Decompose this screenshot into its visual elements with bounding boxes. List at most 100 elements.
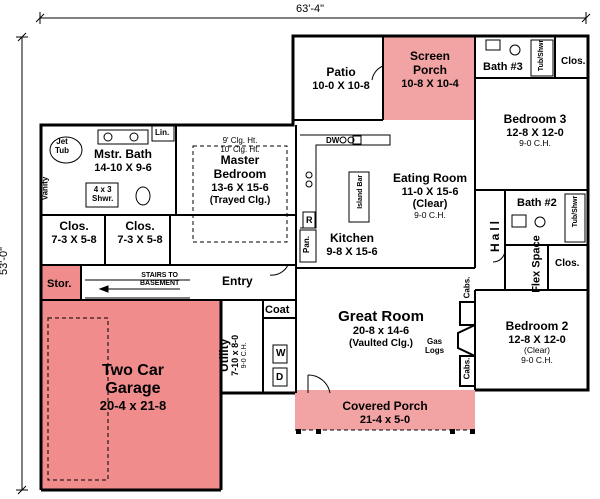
- great-room-note: (Vaulted Clg.): [349, 337, 413, 349]
- closet2-size: 7-3 X 5-8: [117, 233, 163, 246]
- coat-label: Coat: [265, 304, 290, 316]
- bedroom2-size: 12-8 X 12-0: [508, 333, 566, 346]
- master-bedroom-note1: 9' Clg. Ht.: [222, 136, 258, 145]
- dryer-label: D: [276, 372, 284, 383]
- great-room-label: Great Room 20-8 x 14-6 (Vaulted Clg.): [318, 308, 444, 349]
- gas-logs-label: Gas Logs: [425, 337, 445, 356]
- bedroom2-note2: 9-0 C.H.: [521, 355, 553, 366]
- closet1-name: Clos.: [59, 219, 89, 233]
- bath2-label: Bath #2: [517, 197, 557, 209]
- dashed-features: [47, 145, 548, 481]
- cabinets-bottom-label: Cabs.: [462, 357, 472, 380]
- jet-tub-line1: Jet: [56, 137, 68, 146]
- stairs-line2: BASEMENT: [140, 279, 180, 287]
- eating-room-size: 11-0 X 15-6: [401, 185, 459, 198]
- utility-label: Utility 7-10 x 8-0 9-0 C.H.: [217, 334, 249, 376]
- bedroom3-label: Bedroom 3 12-8 X 12-0 9-0 C.H.: [490, 112, 580, 149]
- eating-room-note1: (Clear): [412, 198, 448, 211]
- garage-fill: [41, 300, 221, 490]
- dishwasher-label: DW: [326, 136, 340, 145]
- depth-dimension-line: [16, 32, 28, 495]
- closet2-name: Clos.: [125, 219, 155, 233]
- shower-line2: Shwr.: [92, 193, 114, 203]
- cabinets-top-label: Cabs.: [462, 276, 472, 299]
- flex-line1: Flex: [530, 270, 543, 293]
- eating-room-name: Eating Room: [393, 171, 467, 185]
- jet-tub-line2: Tub: [55, 145, 70, 155]
- tub-shwr-3-label: Tub/Shwr: [538, 39, 546, 72]
- screen-porch-name-2: Porch: [412, 62, 447, 77]
- gas-logs-line2: Logs: [425, 345, 445, 355]
- door-swings: [269, 65, 506, 394]
- kitchen-size: 9-8 X 15-6: [326, 245, 378, 258]
- width-dimension-line: [35, 12, 591, 24]
- bedroom2-note1: (Clear): [524, 345, 550, 356]
- bedroom2-label: Bedroom 2 12-8 X 12-0 (Clear) 9-0 C.H.: [492, 319, 582, 366]
- great-room-size: 20-8 x 14-6: [352, 325, 410, 338]
- master-bedroom-note2: 10' Clg. Ht.: [220, 145, 260, 155]
- stairs-arrow: [85, 279, 190, 299]
- screen-porch-fill: [383, 36, 475, 120]
- porch-columns: [296, 429, 475, 434]
- flex-line2: Space: [530, 235, 543, 268]
- master-bath-label: Mstr. Bath 14-10 X 9-6: [82, 147, 164, 174]
- covered-porch-label: Covered Porch 21-4 x 5-0: [320, 399, 450, 426]
- hall-label: Hall: [488, 217, 503, 253]
- garage-size: 20-4 x 21-8: [99, 397, 167, 413]
- bath-fixtures: [49, 39, 586, 387]
- kitchen-name: Kitchen: [329, 231, 374, 245]
- garage-label: Two Car Garage 20-4 x 21-8: [78, 362, 188, 414]
- master-bedroom-name-1: Master: [220, 153, 260, 168]
- eating-room-note2: 9-0 C.H.: [414, 210, 446, 221]
- bedroom3-note: 9-0 C.H.: [519, 138, 551, 149]
- closet1-size: 7-3 X 5-8: [51, 233, 97, 246]
- kitchen-label: Kitchen 9-8 X 15-6: [316, 231, 388, 258]
- jet-tub-label: Jet Tub: [55, 137, 70, 156]
- linen-label: Lin.: [155, 128, 170, 137]
- entry-label: Entry: [222, 274, 253, 288]
- storage-label: Stor.: [47, 278, 72, 290]
- fireplace: [457, 301, 476, 387]
- screen-porch-name-1: Screen: [409, 49, 451, 63]
- washer-label: W: [276, 348, 286, 359]
- garage-name-1: Two Car: [102, 362, 164, 379]
- bedroom3-name: Bedroom 3: [503, 112, 567, 126]
- refrigerator-label: R: [306, 215, 313, 225]
- kitchen-counter: [299, 134, 391, 263]
- closet1-label: Clos. 7-3 X 5-8: [46, 219, 102, 246]
- master-bedroom-note3: (Trayed Clg.): [209, 194, 271, 206]
- stor-fill: [41, 265, 81, 300]
- shower-line1: 4 x 3: [93, 185, 112, 194]
- depth-dimension: 53'-0": [0, 246, 11, 276]
- tub-shwr-2-label: Tub/Shwr: [572, 195, 580, 228]
- island-line2: Bar: [357, 174, 365, 187]
- flex-space-label: Flex Space: [531, 235, 543, 293]
- island-line1: Island: [357, 188, 365, 209]
- utility-size: 7-10 x 8-0: [230, 334, 241, 376]
- vanity-label: Vanity: [40, 176, 50, 201]
- patio-name: Patio: [326, 65, 356, 79]
- stairs-line1: STAIRS TO: [141, 272, 178, 279]
- gas-logs-line1: Gas: [426, 337, 443, 346]
- master-bedroom-size: 13-6 X 15-6: [211, 181, 269, 194]
- width-dimension: 63'-4": [296, 3, 325, 15]
- patio-size: 10-0 X 10-8: [312, 79, 370, 92]
- pantry-label: Pan.: [301, 236, 311, 253]
- covered-porch-size: 21-4 x 5-0: [359, 413, 411, 426]
- stairs-label: STAIRS TO BASEMENT: [140, 272, 179, 287]
- great-room-name: Great Room: [338, 308, 424, 325]
- covered-porch-fill: [295, 390, 475, 430]
- master-bath-name: Mstr. Bath: [93, 147, 152, 161]
- master-bedroom-name-2: Bedroom: [213, 167, 267, 182]
- island-bar-label: Island Bar: [357, 175, 365, 209]
- exterior-walls: [39, 34, 590, 492]
- garage-name-2: Garage: [105, 380, 161, 398]
- bedroom2-name: Bedroom 2: [505, 319, 569, 333]
- shower-label: 4 x 3 Shwr.: [92, 185, 114, 204]
- eating-room-label: Eating Room 11-0 X 15-6 (Clear) 9-0 C.H.: [386, 171, 474, 221]
- utility-note: 9-0 C.H.: [241, 342, 249, 369]
- covered-porch-name: Covered Porch: [342, 399, 428, 413]
- patio-label: Patio 10-0 X 10-8: [305, 65, 377, 92]
- bath3-label: Bath #3: [483, 61, 523, 73]
